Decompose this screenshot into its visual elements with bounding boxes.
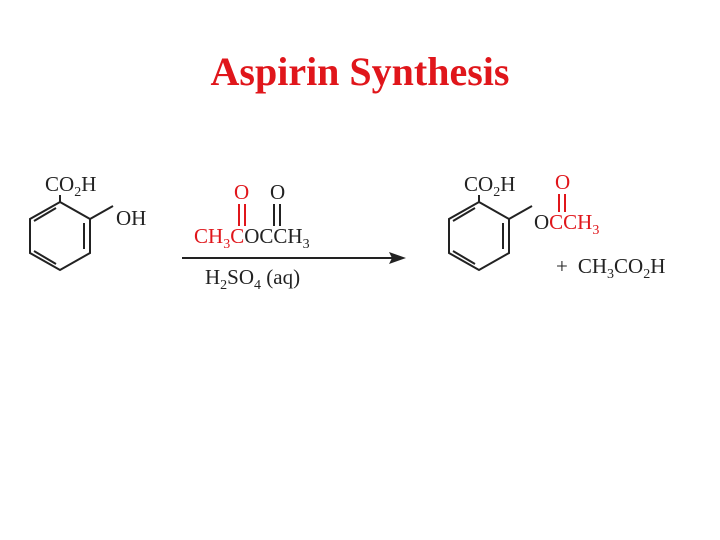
aspirin-ring xyxy=(448,200,510,272)
aromatic-double-bond xyxy=(452,250,476,265)
carbonyl-oxygen-label: O xyxy=(270,180,285,204)
aromatic-double-bond xyxy=(452,207,476,222)
salicylic-acid-ring xyxy=(29,200,91,272)
acetic-anhydride-formula: CH3COCCH3 xyxy=(194,224,310,252)
carbonyl-oxygen-label: O xyxy=(555,170,570,194)
aspirin-structure: CO2H O OCCH3 xyxy=(448,170,599,272)
slide-title: Aspirin Synthesis xyxy=(210,49,510,94)
benzene-ring-outline xyxy=(29,200,91,272)
acetic-acid-byproduct-label: +CH3CO2H xyxy=(556,254,665,282)
acetic-anhydride-reagent: O O CH3COCCH3 xyxy=(194,180,310,252)
carboxyl-group-label: CO2H xyxy=(45,172,96,200)
aromatic-double-bond xyxy=(33,250,57,265)
carboxyl-group-label: CO2H xyxy=(464,172,515,200)
hydroxyl-bond xyxy=(89,205,114,220)
reaction-arrow-head xyxy=(389,252,406,264)
reaction-conditions-label: H2SO4 (aq) xyxy=(205,265,300,293)
ester-bond xyxy=(508,205,533,220)
benzene-ring-outline xyxy=(448,200,510,272)
salicylic-acid-structure: CO2H OH xyxy=(29,172,146,272)
hydroxyl-group-label: OH xyxy=(116,206,146,230)
acetyl-ester-label: OCCH3 xyxy=(534,210,599,238)
aromatic-double-bond xyxy=(33,207,57,222)
carbonyl-oxygen-label: O xyxy=(234,180,249,204)
